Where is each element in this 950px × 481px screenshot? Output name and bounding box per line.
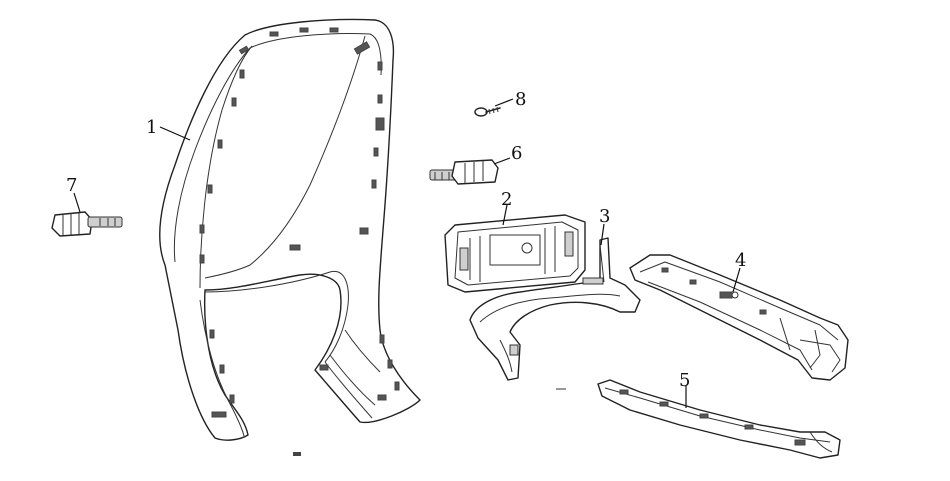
callout-4: 4 <box>735 250 746 271</box>
part-6-clip-fastener[interactable] <box>429 159 499 185</box>
leader-7 <box>73 192 81 213</box>
callout-2: 2 <box>501 189 512 210</box>
leader-4 <box>732 267 741 293</box>
part-1-front-inner-cover[interactable] <box>159 18 421 441</box>
callout-1: 1 <box>146 117 157 138</box>
callout-5: 5 <box>679 370 690 391</box>
part-5-lower-support-bracket[interactable] <box>597 379 841 459</box>
callout-6: 6 <box>511 143 522 164</box>
callout-8: 8 <box>515 89 526 110</box>
part-7-clip-fastener[interactable] <box>51 211 123 237</box>
part-3-inner-bracket[interactable] <box>469 237 641 381</box>
part-8-screw[interactable] <box>474 106 501 117</box>
leader-1 <box>159 126 191 141</box>
stray-mark <box>293 452 301 456</box>
callout-7: 7 <box>66 175 77 196</box>
callout-3: 3 <box>599 206 610 227</box>
leader-8 <box>494 98 514 107</box>
leader-6 <box>493 157 511 165</box>
part-2-storage-box[interactable] <box>444 214 586 293</box>
leader-2 <box>502 204 508 226</box>
leader-3 <box>600 223 605 246</box>
part-4-upper-support-bracket[interactable] <box>629 254 849 381</box>
